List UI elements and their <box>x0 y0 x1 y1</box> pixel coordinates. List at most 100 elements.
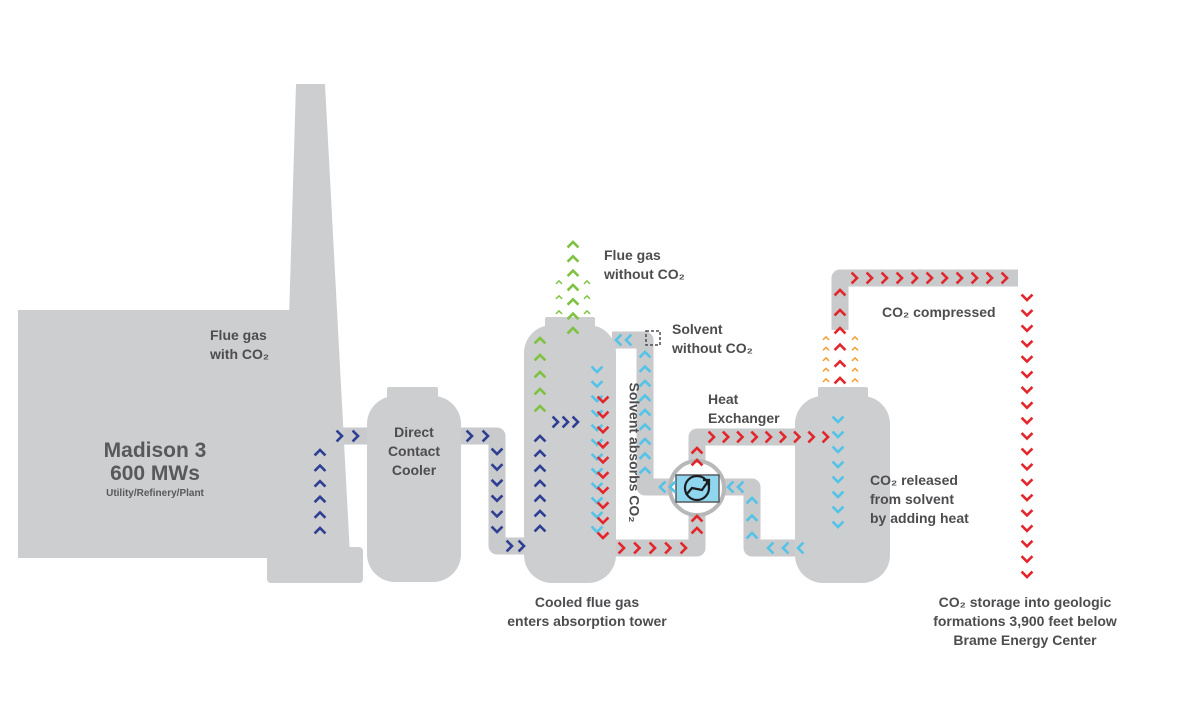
flue-gas-arrow <box>351 429 360 443</box>
co2-arrow <box>1020 509 1034 518</box>
co2-arrow <box>1020 355 1034 364</box>
clean-gas-arrow <box>555 309 563 315</box>
lean-solvent-arrow <box>590 452 604 462</box>
lean-solvent-arrow <box>831 430 845 439</box>
lean-solvent-arrow <box>638 466 652 475</box>
flue-gas-arrow <box>505 539 514 553</box>
structures <box>18 84 890 583</box>
lean-solvent-arrow <box>831 475 845 484</box>
rich-solvent-arrow <box>793 430 802 444</box>
lean-solvent-arrow <box>831 520 845 529</box>
lean-solvent-arrow <box>831 445 845 454</box>
label-flue-gas-without-co2: Flue gas without CO₂ <box>604 247 685 282</box>
lean-solvent-arrow <box>736 480 745 494</box>
co2-arrow <box>1020 370 1034 379</box>
clean-gas-arrow <box>555 294 563 300</box>
rich-solvent-arrow <box>617 541 626 555</box>
co2-arrow <box>833 288 847 297</box>
lean-solvent-arrow <box>638 437 652 446</box>
lean-solvent-arrow <box>831 415 845 424</box>
clean-gas-arrow <box>566 326 580 335</box>
flue-gas-arrow <box>551 415 560 429</box>
rich-solvent-arrow <box>690 526 704 535</box>
lean-solvent-arrow <box>766 541 775 555</box>
co2-arrow <box>1020 478 1034 487</box>
clean-gas-arrow <box>533 370 547 379</box>
heat-exchanger <box>668 459 726 517</box>
rich-solvent-arrow <box>721 430 731 444</box>
label-flue-gas-with-co2: Flue gas with CO₂ <box>210 327 270 362</box>
lean-solvent-arrow <box>638 451 652 460</box>
co2-arrow <box>925 271 934 285</box>
flue-gas-arrow <box>517 539 526 553</box>
label-solvent-absorbs-co2: Solvent absorbs CO₂ <box>626 382 643 523</box>
flue-gas-arrow <box>533 464 547 473</box>
lean-solvent-arrow <box>638 364 652 373</box>
lean-solvent-arrow <box>624 333 633 347</box>
rich-solvent-arrow <box>750 430 759 444</box>
direct-contact-cooler <box>367 396 461 582</box>
co2-arrow <box>985 271 994 285</box>
co2-arrow <box>1020 524 1034 533</box>
lean-solvent-arrow <box>796 541 805 555</box>
stack-base <box>267 547 363 583</box>
lean-solvent-arrow <box>590 365 604 374</box>
rich-solvent-arrow <box>664 541 673 555</box>
flue-gas-arrow <box>533 524 547 533</box>
lean-solvent-arrow <box>745 531 759 540</box>
flue-gas-arrow <box>490 525 504 534</box>
co2-arrow <box>970 271 979 285</box>
flue-gas-arrow <box>313 510 327 519</box>
co2-arrow <box>1020 309 1034 318</box>
label-co2-compressed: CO₂ compressed <box>882 304 996 320</box>
absorption-tower <box>524 325 616 583</box>
flue-gas-arrow <box>490 478 504 488</box>
rich-solvent-arrow <box>690 458 704 467</box>
rich-solvent-arrow <box>821 430 830 444</box>
clean-gas-arrow <box>555 279 563 285</box>
heat-arrow <box>851 377 859 383</box>
label-heat-exchanger: Heat Exchanger <box>708 391 780 426</box>
flue-gas-arrow <box>533 494 547 503</box>
clean-gas-arrow <box>566 297 580 306</box>
flue-gas-arrow <box>490 463 504 472</box>
heat-arrow <box>851 346 859 351</box>
flue-gas-arrow <box>490 510 504 519</box>
smokestack <box>282 84 350 555</box>
rich-solvent-arrow <box>736 430 745 444</box>
heat-arrow <box>822 346 830 351</box>
rich-solvent-arrow <box>596 441 610 450</box>
flue-gas-arrow <box>313 463 327 472</box>
clean-gas-arrow <box>533 387 547 396</box>
co2-arrow <box>1020 539 1034 549</box>
label-direct-contact-cooler: Direct Contact Cooler <box>387 424 441 478</box>
flow-arrows <box>313 240 1034 579</box>
rich-solvent-arrow <box>690 514 704 523</box>
co2-arrow <box>850 271 859 285</box>
lean-solvent-arrow <box>590 467 604 476</box>
stripper-tower <box>795 396 890 583</box>
lean-solvent-arrow <box>590 525 604 534</box>
lean-solvent-arrow <box>590 438 604 447</box>
rich-solvent-arrow <box>596 516 610 525</box>
lean-solvent-arrow <box>658 480 667 494</box>
lean-solvent-arrow <box>668 480 677 494</box>
clean-gas-arrow <box>566 283 580 292</box>
clean-gas-arrow <box>583 309 591 315</box>
lean-solvent-arrow <box>745 513 759 522</box>
solvent-marker-icon <box>645 330 661 346</box>
flue-gas-arrow <box>313 494 327 504</box>
flue-gas-arrow <box>490 494 504 503</box>
clean-gas-arrow <box>533 336 547 345</box>
co2-arrow <box>833 326 847 335</box>
rich-solvent-arrow <box>679 541 688 555</box>
clean-gas-arrow <box>583 279 591 285</box>
rich-solvent-arrow <box>596 471 610 480</box>
rich-solvent-arrow <box>596 410 610 419</box>
co2-arrow <box>880 271 889 285</box>
rich-solvent-arrow <box>778 430 788 444</box>
plant-capacity: 600 MWs <box>110 462 200 485</box>
flue-gas-arrow <box>533 509 547 518</box>
heat-arrow <box>851 367 859 372</box>
flue-gas-arrow <box>533 434 547 443</box>
